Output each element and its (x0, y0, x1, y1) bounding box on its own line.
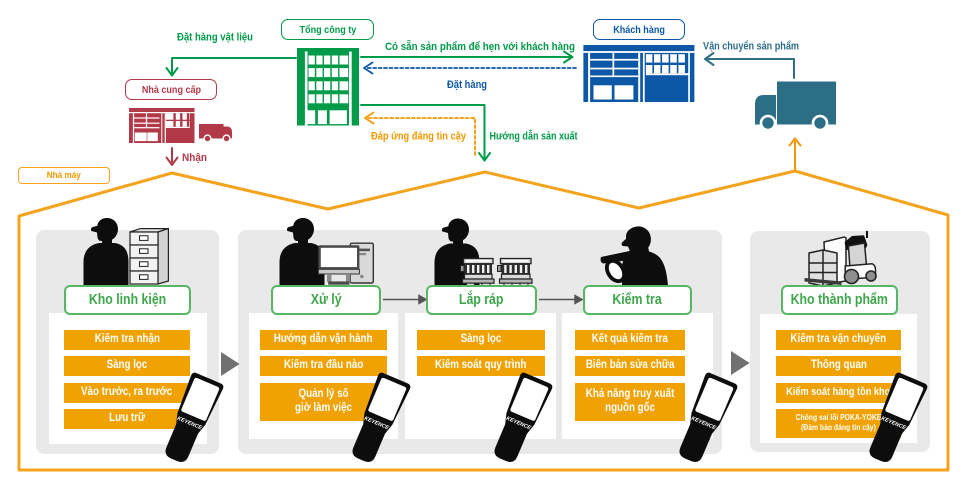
svg-text:Có sẵn sản phẩm để hẹn với khá: Có sẵn sản phẩm để hẹn với khách hàng (385, 40, 575, 53)
svg-text:Nhận: Nhận (182, 152, 207, 164)
svg-text:Vận chuyển sản phẩm: Vận chuyển sản phẩm (703, 41, 799, 53)
svg-text:Đặt hàng vật liệu: Đặt hàng vật liệu (177, 32, 253, 44)
svg-text:Hướng dẫn sản xuất: Hướng dẫn sản xuất (490, 130, 578, 143)
svg-text:Đáp ứng đáng tin cậy: Đáp ứng đáng tin cậy (371, 131, 467, 143)
svg-text:Đặt hàng: Đặt hàng (447, 79, 487, 91)
